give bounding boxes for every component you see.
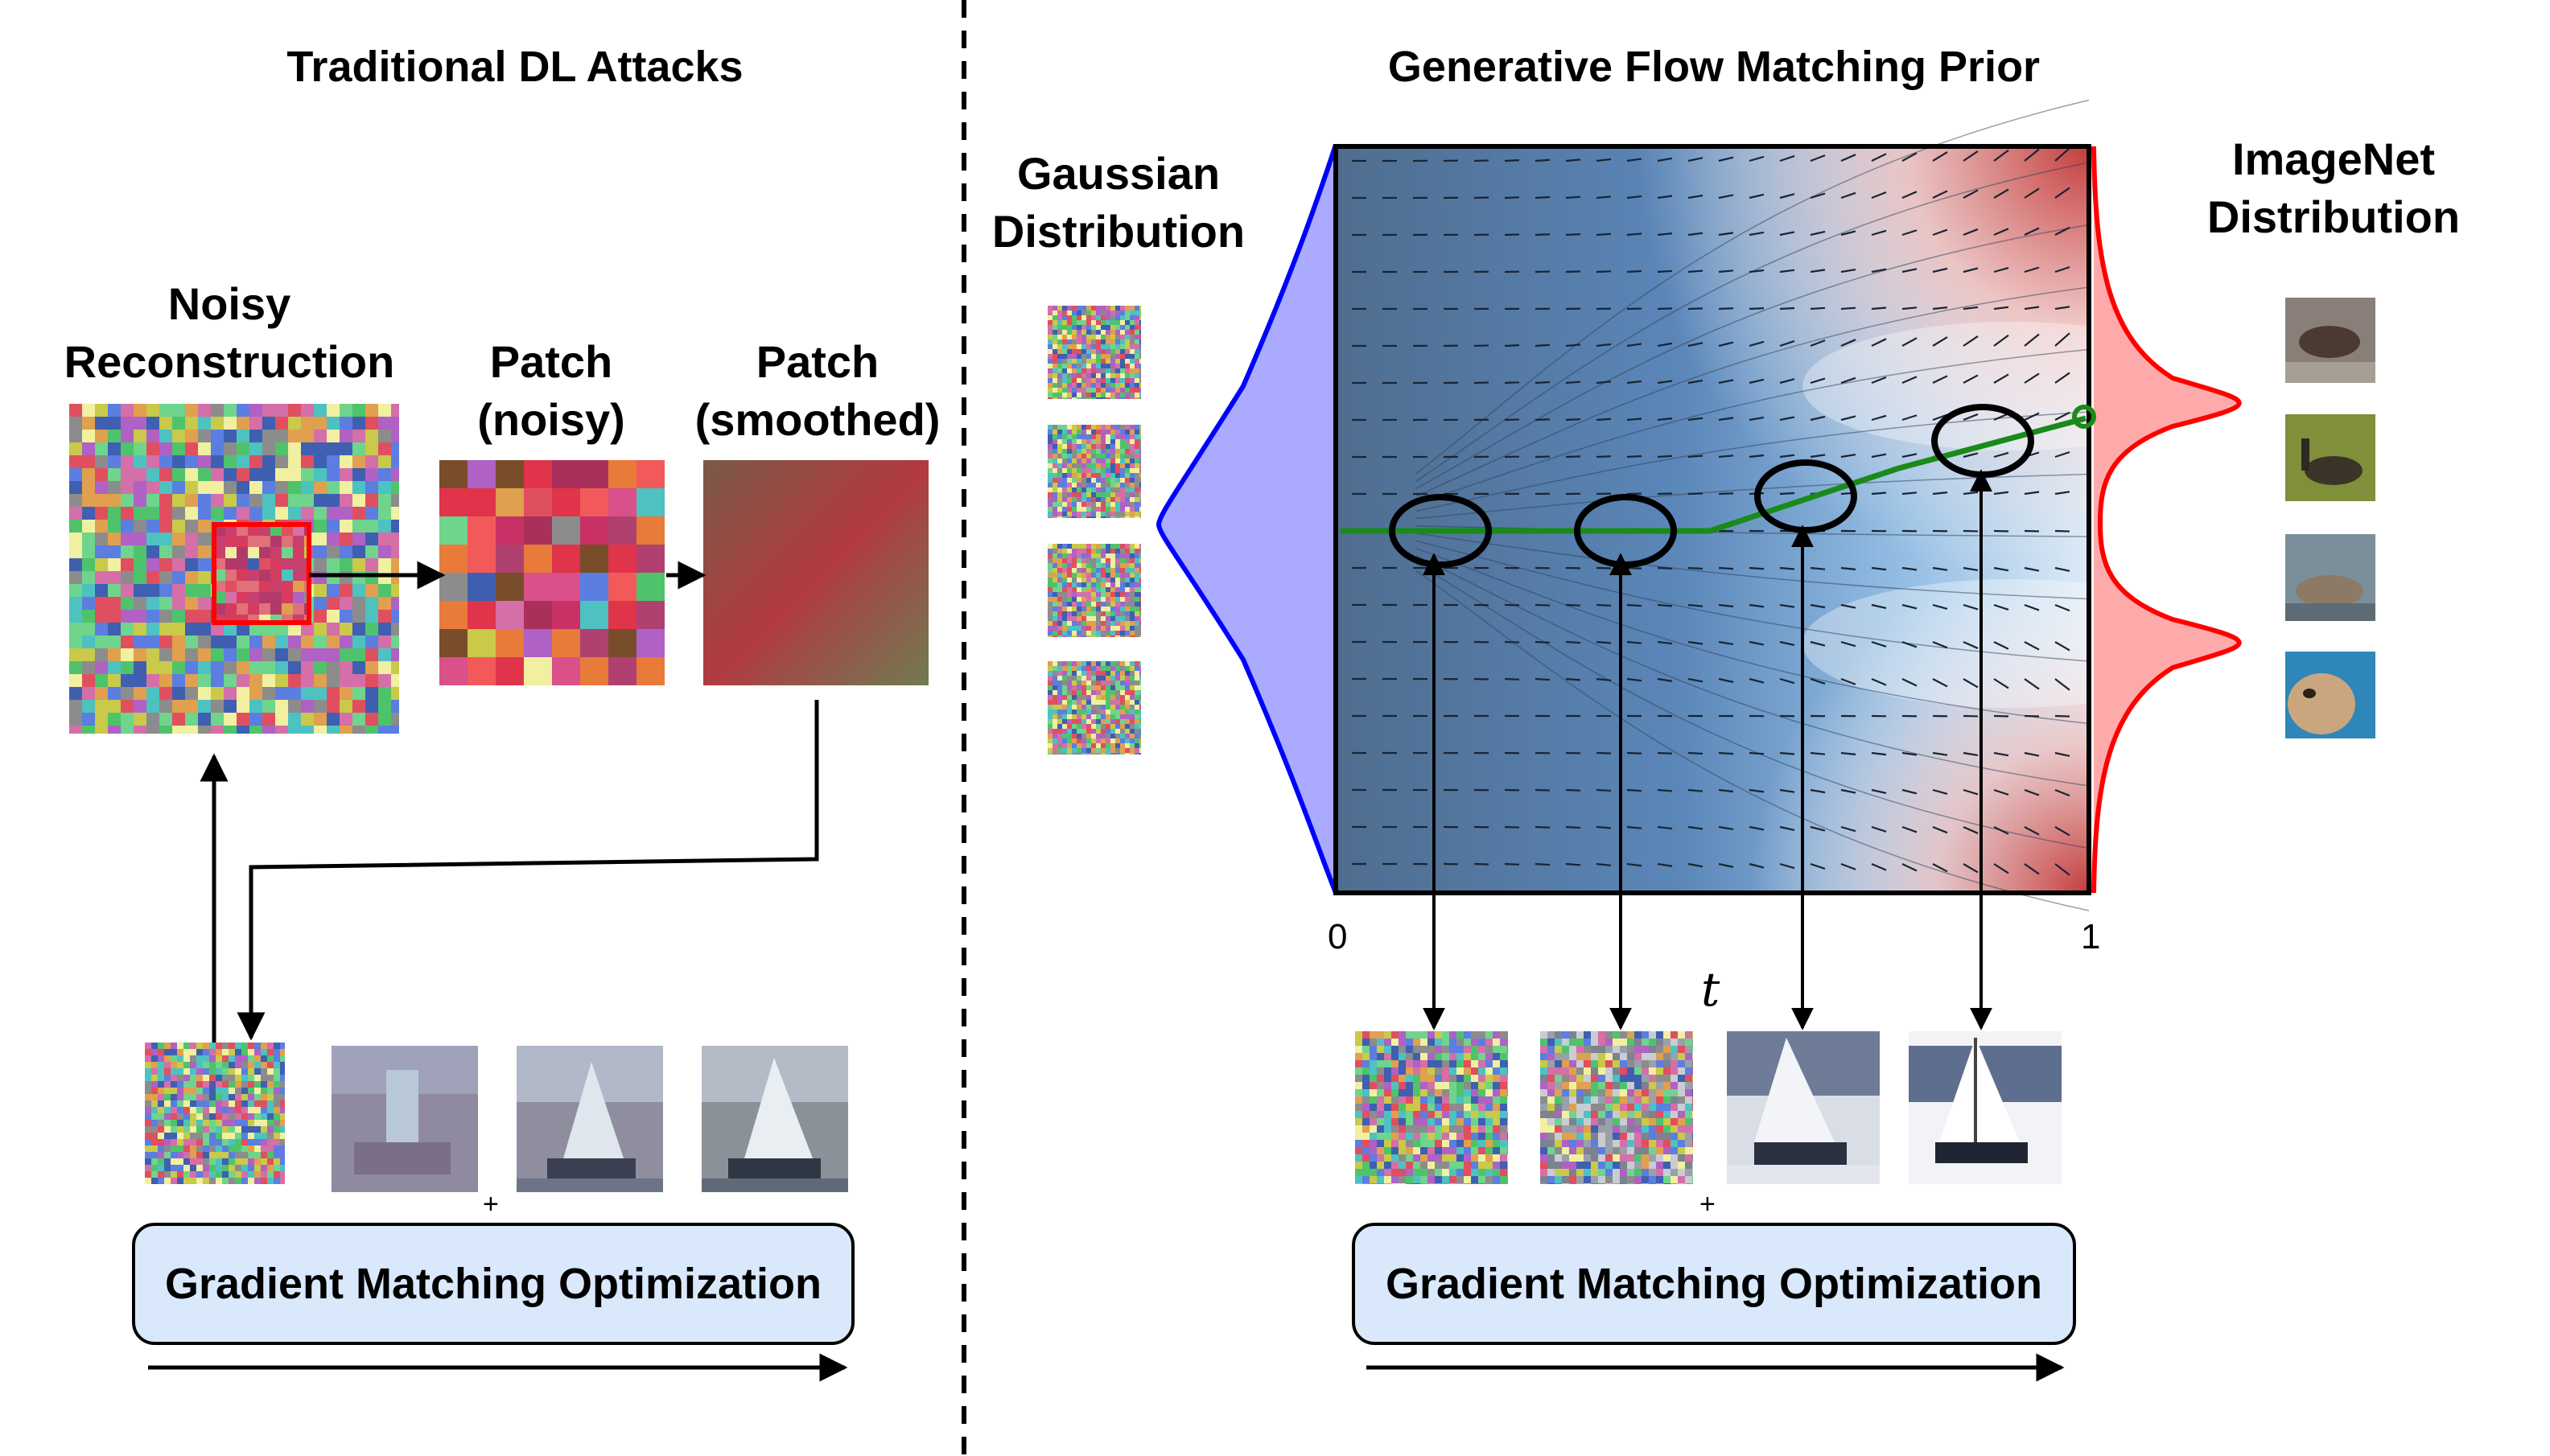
- patch-noisy-image: [439, 460, 665, 685]
- noisy-reconstruction-image: [69, 404, 399, 734]
- left-plus-sign: +: [483, 1189, 499, 1220]
- right-panel-title: Generative Flow Matching Prior: [1387, 43, 2041, 91]
- imagenet-density-fill: [2094, 146, 2239, 893]
- arrow-smoothed-to-sequence: [237, 700, 819, 1041]
- noisy-reconstruction-label: Noisy Reconstruction: [32, 275, 426, 391]
- imagenet-label-line1: ImageNet: [2231, 134, 2436, 184]
- imagenet-distribution-label: ImageNet Distribution: [2189, 130, 2478, 246]
- gaussian-sample-thumbs: [1048, 306, 1141, 755]
- noisy-label-line1: Noisy: [167, 278, 291, 329]
- gaussian-density-curve: [1156, 144, 1338, 895]
- imagenet-thumb-1: [2285, 298, 2375, 383]
- left-gradient-matching-label: Gradient Matching Optimization: [164, 1260, 822, 1308]
- gaussian-density-fill: [1159, 145, 1336, 893]
- right-sequence-thumb-noise: [1355, 1031, 1508, 1184]
- imagenet-density-curve: [2091, 146, 2242, 894]
- left-sequence-thumb-2: [332, 1046, 478, 1192]
- gaussian-distribution-label: Gaussian Distribution: [974, 145, 1263, 261]
- left-gradient-matching-box: Gradient Matching Optimization: [132, 1223, 855, 1345]
- patch-smoothed-image: [703, 460, 929, 685]
- right-sequence-thumb-4: [1909, 1031, 2062, 1184]
- imagenet-thumb-2: [2285, 414, 2375, 501]
- flow-field-plot: [1333, 99, 2221, 911]
- left-sequence-thumb-4: [702, 1046, 848, 1192]
- axis-variable-t: t: [1701, 962, 1720, 1017]
- right-plus-sign: +: [1699, 1189, 1716, 1220]
- patch-noisy-label-line2: (noisy): [477, 394, 625, 445]
- patch-smoothed-label: Patch (smoothed): [681, 333, 954, 449]
- patch-noisy-label-line1: Patch: [489, 336, 613, 387]
- noisy-label-line2: Reconstruction: [64, 336, 395, 387]
- patch-noisy-label: Patch (noisy): [435, 333, 668, 449]
- left-sequence-thumb-3: [517, 1046, 663, 1192]
- imagenet-thumb-4: [2285, 652, 2375, 738]
- imagenet-label-line2: Distribution: [2206, 191, 2461, 242]
- right-sequence-thumb-partial-noise: [1540, 1031, 1693, 1184]
- left-sequence-thumb-noise: [145, 1043, 285, 1184]
- flow-trajectory: [1341, 415, 2087, 534]
- right-gradient-matching-box: Gradient Matching Optimization: [1352, 1223, 2076, 1345]
- left-panel-title: Traditional DL Attacks: [286, 43, 744, 91]
- imagenet-thumb-3: [2285, 534, 2375, 621]
- right-sequence-thumb-3: [1727, 1031, 1880, 1184]
- axis-label-end: 1: [2081, 917, 2101, 956]
- right-gradient-matching-label: Gradient Matching Optimization: [1385, 1260, 2042, 1308]
- patch-smoothed-label-line2: (smoothed): [694, 394, 941, 445]
- patch-smoothed-label-line1: Patch: [756, 336, 880, 387]
- trajectory-endpoint: [2072, 405, 2096, 429]
- gaussian-label-line2: Distribution: [991, 206, 1246, 257]
- gaussian-label-line1: Gaussian: [1016, 148, 1221, 199]
- axis-label-start: 0: [1328, 917, 1348, 956]
